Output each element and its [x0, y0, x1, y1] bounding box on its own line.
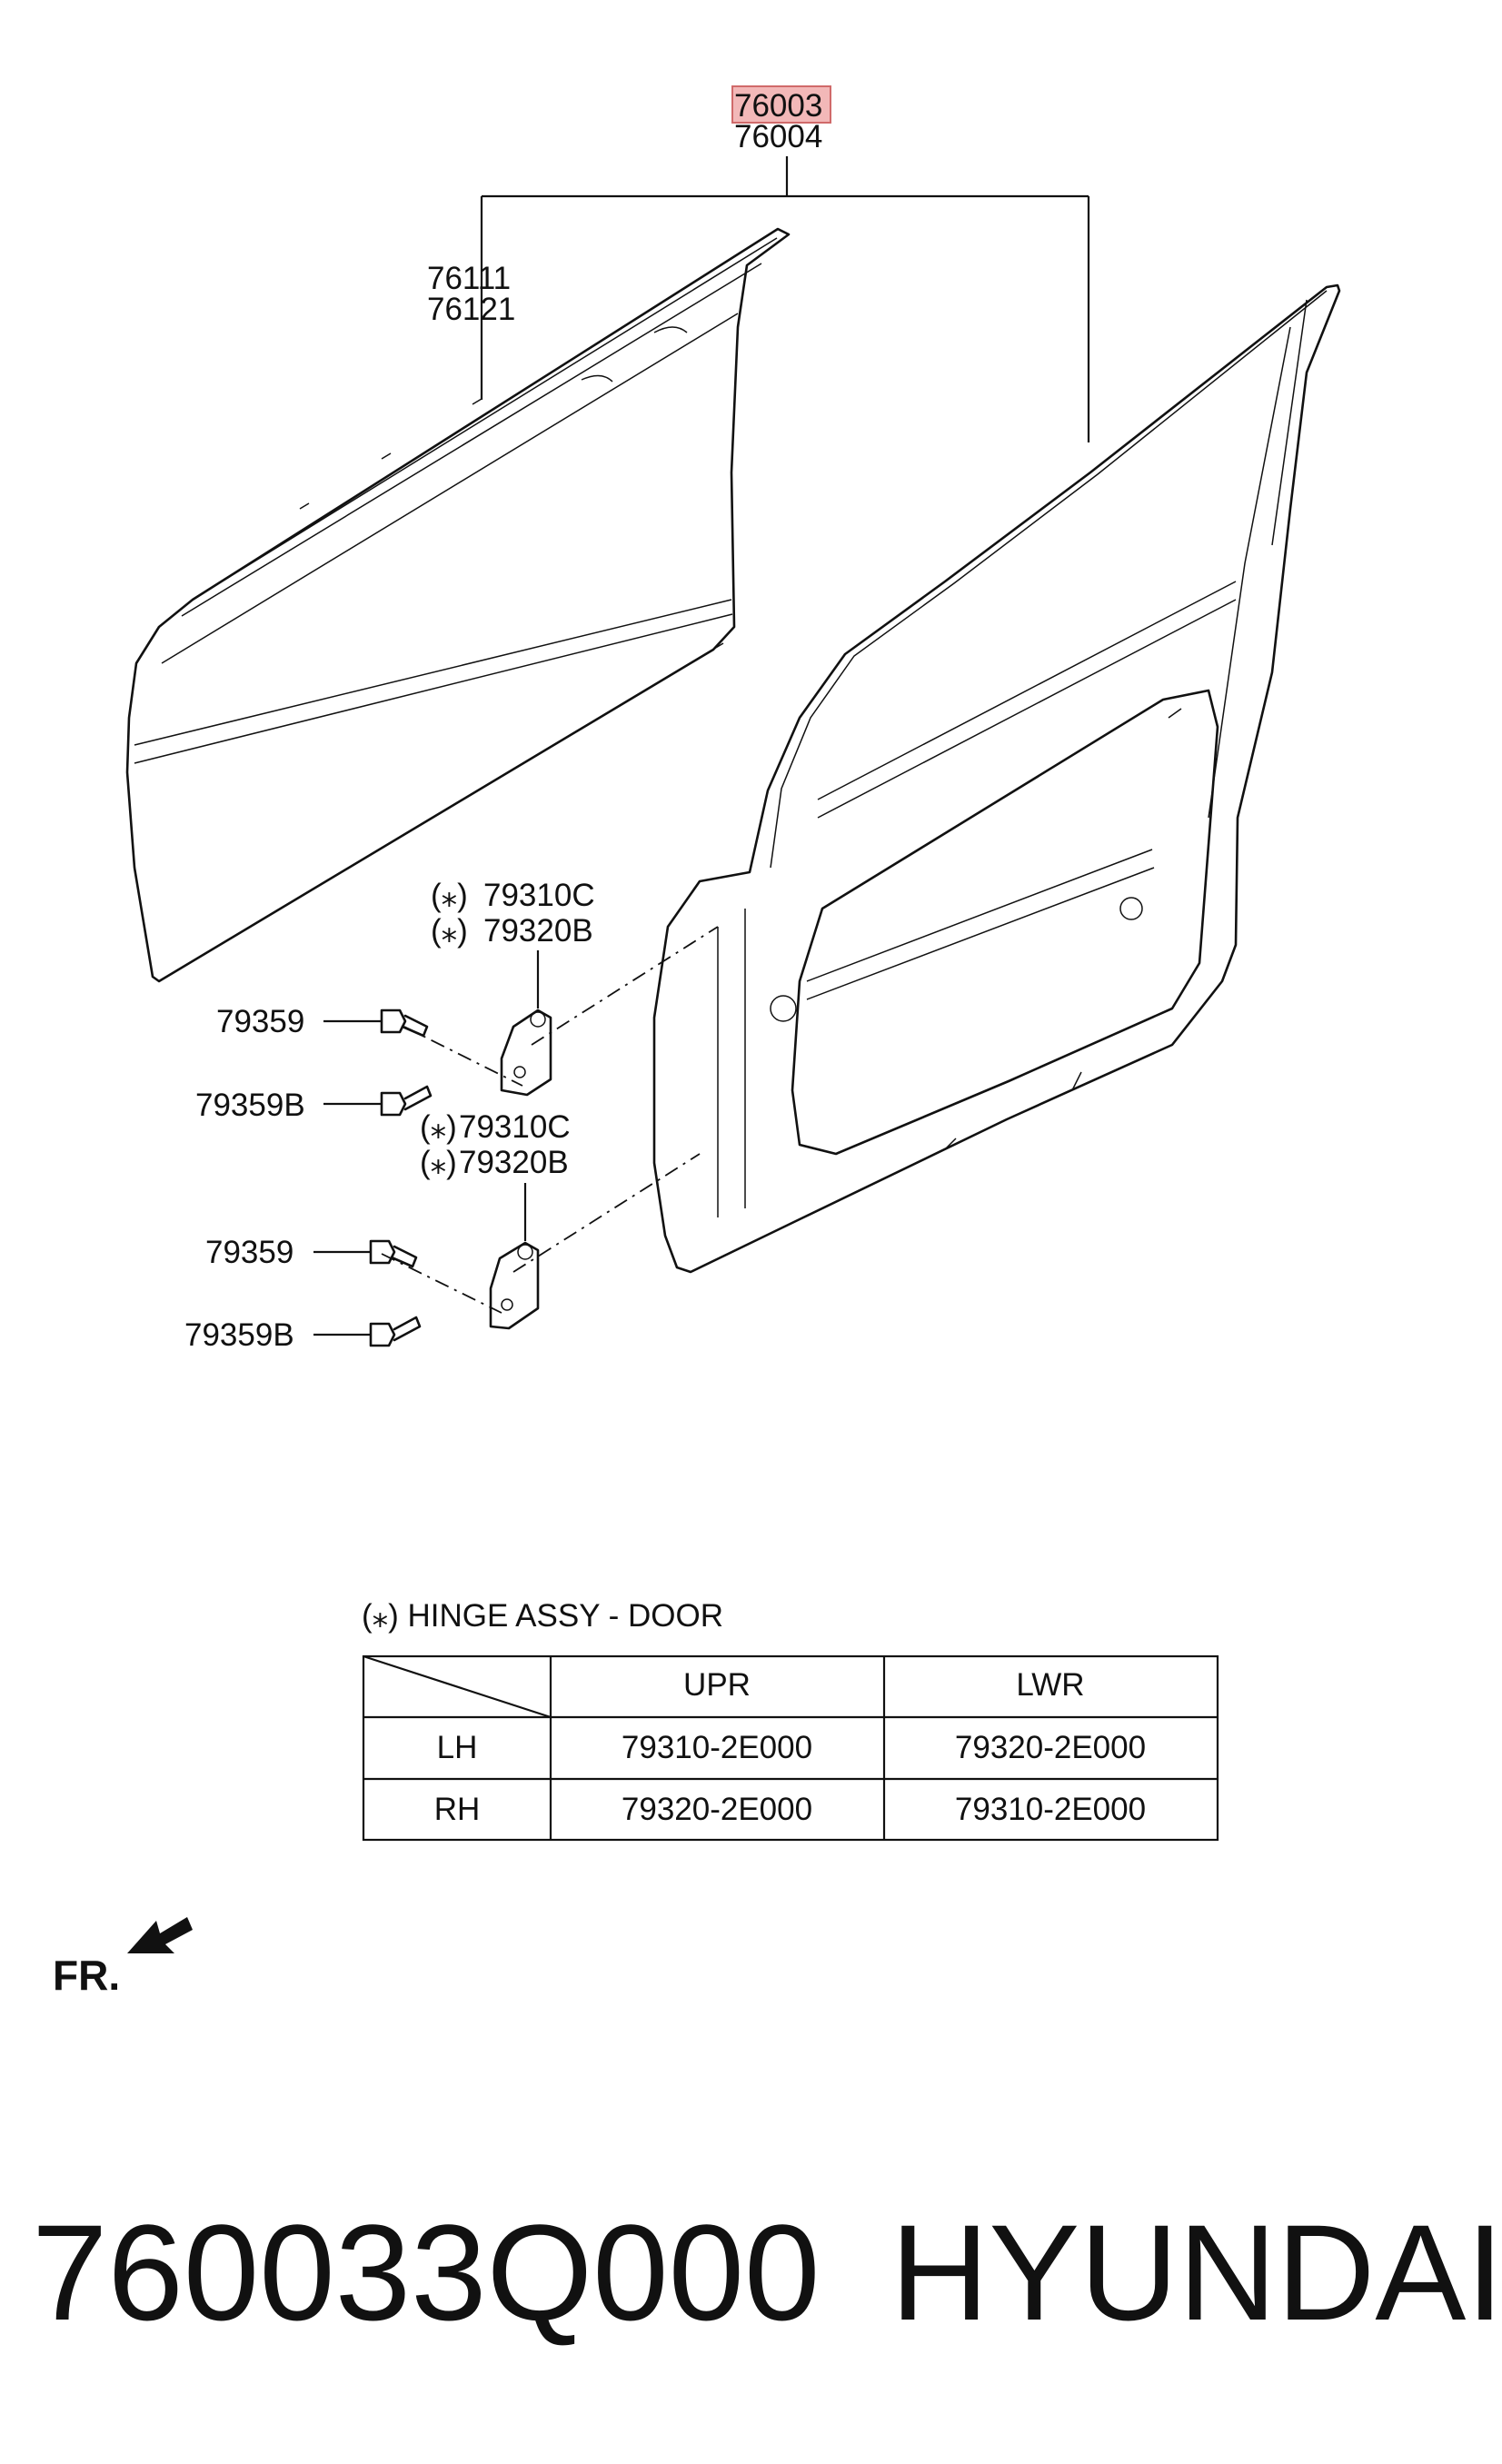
upper-hinge-asterisk-1: (⁎) [431, 878, 468, 913]
lower-hinge-asterisk-1: (⁎) [420, 1109, 457, 1145]
upper-hinge-asterisk-2: (⁎) [431, 913, 468, 949]
table-cell: 79310-2E000 [622, 1730, 812, 1765]
table-cell: 79320-2E000 [622, 1792, 812, 1827]
door-assy-rh-label[interactable]: 76004 [734, 119, 822, 154]
col-header-upr: UPR [683, 1667, 751, 1703]
footer-part-number: 760033Q000 [32, 2196, 820, 2349]
door-outer-panel [125, 227, 791, 983]
hinge-table-title: (⁎) HINGE ASSY - DOOR [362, 1598, 723, 1634]
lower-hinge-asterisk-2: (⁎) [420, 1145, 457, 1180]
col-header-lwr: LWR [1016, 1667, 1084, 1703]
upper-hinge-label-a[interactable]: 79310C [483, 878, 595, 913]
table-corner-diagonal [363, 1654, 552, 1719]
door-inner-frame [652, 283, 1341, 1274]
upper-bolt-1-label[interactable]: 79359 [216, 1004, 304, 1039]
table-cell: 79310-2E000 [955, 1792, 1146, 1827]
front-label: FR. [53, 1952, 120, 1999]
upper-bolt-2-label[interactable]: 79359B [195, 1088, 305, 1123]
lower-hinge-label-b[interactable]: 79320B [459, 1145, 569, 1180]
part-highlight [731, 85, 831, 124]
upper-hinge-icon [500, 1008, 552, 1097]
hinge-assy-table: (⁎) HINGE ASSY - DOOR UPR LWR LH 79310-2… [362, 1598, 1219, 1842]
door-assy-callout: 76003 76004 [480, 85, 1090, 442]
lower-bolt-1-label[interactable]: 79359 [205, 1235, 293, 1270]
row-header-lh: LH [437, 1730, 478, 1765]
row-header-rh: RH [434, 1792, 481, 1827]
upper-bolt-1-icon [380, 1008, 429, 1038]
outer-panel-rh-label[interactable]: 76121 [427, 292, 515, 327]
lower-bolt-2-label[interactable]: 79359B [184, 1317, 294, 1353]
table-cell: 79320-2E000 [955, 1730, 1146, 1765]
upper-bolt-2-icon [380, 1085, 433, 1117]
footer: 760033Q000 HYUNDAI [32, 2196, 1502, 2349]
outer-panel-lh-label[interactable]: 76111 [427, 261, 511, 296]
lower-hinge-icon [489, 1241, 540, 1330]
outer-panel-callout: 76111 76121 [427, 261, 515, 327]
lower-hinge-group: (⁎) 79310C (⁎) 79320B 79359 79359B [184, 1109, 571, 1353]
door-assy-lh-label[interactable]: 76003 [734, 88, 822, 124]
lower-bolt-1-icon [369, 1239, 418, 1268]
front-direction-arrow-icon [127, 1917, 193, 1953]
lower-hinge-label-a[interactable]: 79310C [459, 1109, 571, 1145]
front-indicator: FR. [53, 1917, 193, 1999]
upper-hinge-group: (⁎) 79310C (⁎) 79320B 79359 79359B [195, 878, 595, 1123]
footer-brand: HYUNDAI [890, 2196, 1502, 2349]
upper-hinge-label-b[interactable]: 79320B [483, 913, 593, 949]
lower-bolt-2-icon [369, 1316, 422, 1347]
